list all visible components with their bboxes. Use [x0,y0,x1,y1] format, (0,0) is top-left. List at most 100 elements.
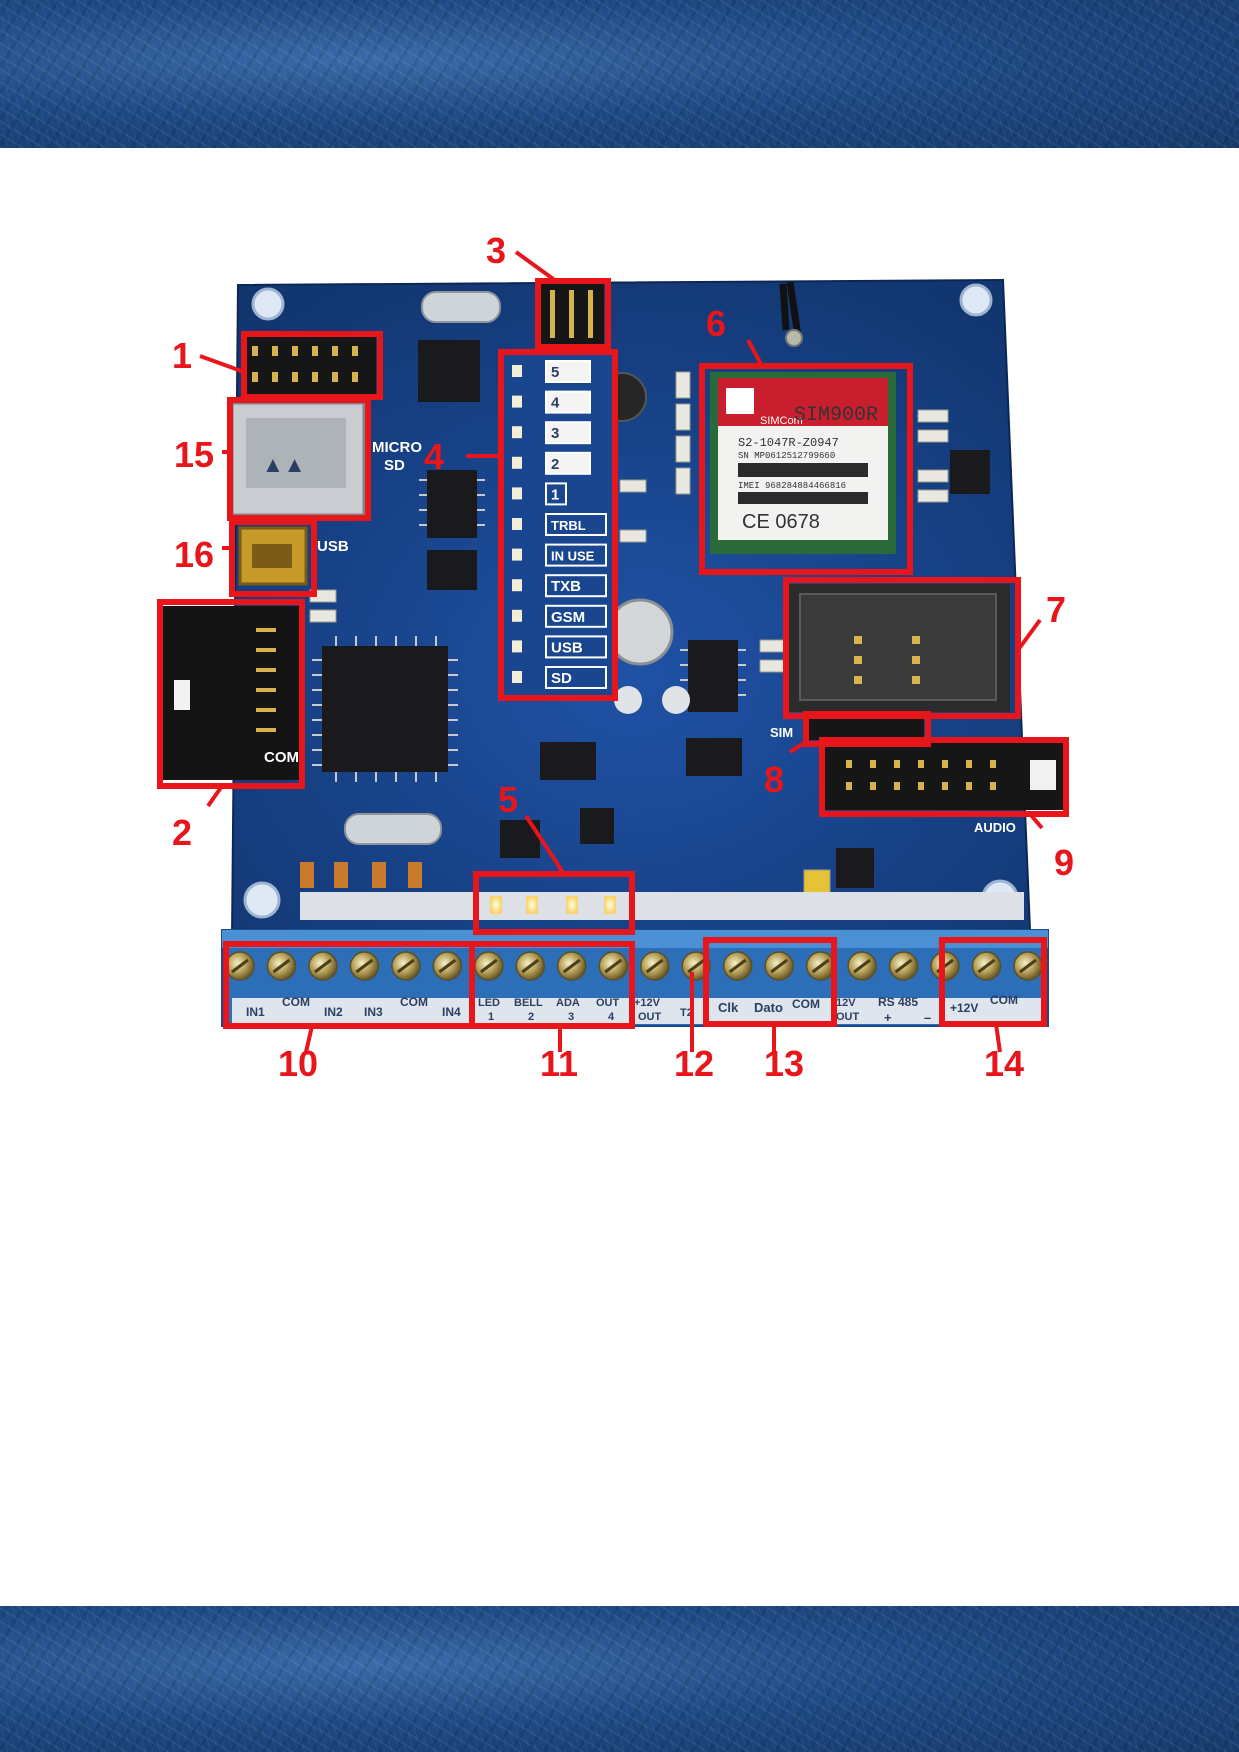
gsm-sn: SN MP0612512799660 [738,451,835,461]
box-8 [803,711,931,747]
term-led: LED [478,997,500,1009]
status-led [512,395,522,408]
box-4 [498,349,618,701]
box-9 [819,737,1069,817]
status-label-box [545,451,591,475]
callout-2: 2 [172,812,192,853]
status-led [512,671,522,683]
box-5 [473,871,635,935]
callout-14: 14 [984,1043,1024,1084]
status-label-box [545,543,607,567]
term-12vout2-a: 12V [836,997,856,1009]
screw-slot [1019,958,1037,974]
gsm-brand: SIMCom [760,415,803,427]
callout-16: 16 [174,534,214,575]
programming-header [244,336,376,394]
status-led-label: 2 [551,456,559,473]
screw-slot [396,958,415,974]
screw-slot [645,958,664,974]
label-sim: SIM [770,725,793,740]
screw-slot [521,958,540,974]
term-12vout2-b: OUT [836,1011,860,1023]
screw-slot [728,958,747,974]
term-clk: Clk [718,1000,739,1015]
term-com3: COM [792,997,820,1011]
term-minus: – [924,1010,931,1025]
status-led [512,456,522,469]
term-in3: IN3 [364,1005,383,1019]
term-12vout-a: +12V [634,997,661,1009]
status-led [512,640,522,653]
term-t2: T2 [680,1007,693,1019]
audio-header-latch [1030,760,1056,790]
status-led-label: TXB [551,578,581,595]
box-13 [703,937,837,1027]
status-led-label: 4 [551,395,560,412]
status-label-box [545,513,607,536]
term-o4: 4 [608,1011,615,1023]
term-o2: 2 [528,1011,534,1023]
box-11 [469,941,635,1029]
term-12vout-b: OUT [638,1011,662,1023]
status-led [512,579,522,592]
jumper-pins [550,290,593,338]
screw-slot [355,958,374,974]
gsm-imei: IMEI 968284884466816 [738,481,846,491]
term-rs485: RS 485 [878,995,918,1009]
term-plus: + [884,1010,892,1025]
screw-slot [272,958,291,974]
mini-usb-opening [252,544,292,568]
box-3 [535,278,611,350]
callout-11: 11 [540,1043,578,1084]
box-2 [157,599,305,789]
status-led-label: IN USE [551,549,595,564]
callout-10: 10 [278,1043,318,1084]
background-band-bottom [0,1606,1239,1752]
audio-header [824,740,1064,810]
box-16 [229,519,317,597]
label-audio: AUDIO [974,820,1016,835]
callout-3: 3 [486,230,506,271]
gsm-part: S2-1047R-Z0947 [738,436,839,450]
resistor-row [300,892,1024,920]
screw-slot [314,958,332,974]
status-led [512,365,522,377]
status-led-label: 1 [551,486,559,503]
status-label-box [545,666,607,689]
term-in4: IN4 [442,1005,461,1019]
screw-slot [562,958,581,974]
status-led [512,487,522,500]
status-led-label: SD [551,670,572,687]
microsd-marking: ▲▲ [262,452,306,477]
box-6 [699,363,913,575]
screw-slot [811,958,830,974]
crystal-oscillator-2 [344,813,442,845]
gsm-ce: CE 0678 [742,511,820,533]
capacitor-small [614,686,642,714]
callout-15: 15 [174,434,214,475]
term-com2: COM [400,995,428,1009]
status-label-box [545,390,591,414]
mounting-holes [243,283,1019,919]
background-band-top [0,0,1239,148]
sim-card-holder-inner [799,593,997,701]
status-led-label: GSM [551,609,585,626]
status-led [512,518,522,530]
callout-12: 12 [674,1043,714,1084]
smd-components [309,371,949,897]
screw-slot [894,958,913,974]
term-ada: ADA [556,997,580,1009]
term-bell: BELL [514,997,543,1009]
gsm-module: SIMCom SIM900R S2-1047R-Z0947 SN MP06125… [710,372,896,554]
term-out: OUT [596,997,620,1009]
microsd-slot-inner [246,418,346,488]
status-led-label: 3 [551,425,559,442]
label-micro: MICRO [372,439,422,456]
status-label-box [545,360,591,383]
status-led-label: 5 [551,364,559,381]
terminal-labels: IN1 COM IN2 IN3 COM IN4 LED BELL ADA OUT… [232,993,1044,1025]
screw-slot [438,958,457,974]
leader-lines [199,250,1044,1053]
